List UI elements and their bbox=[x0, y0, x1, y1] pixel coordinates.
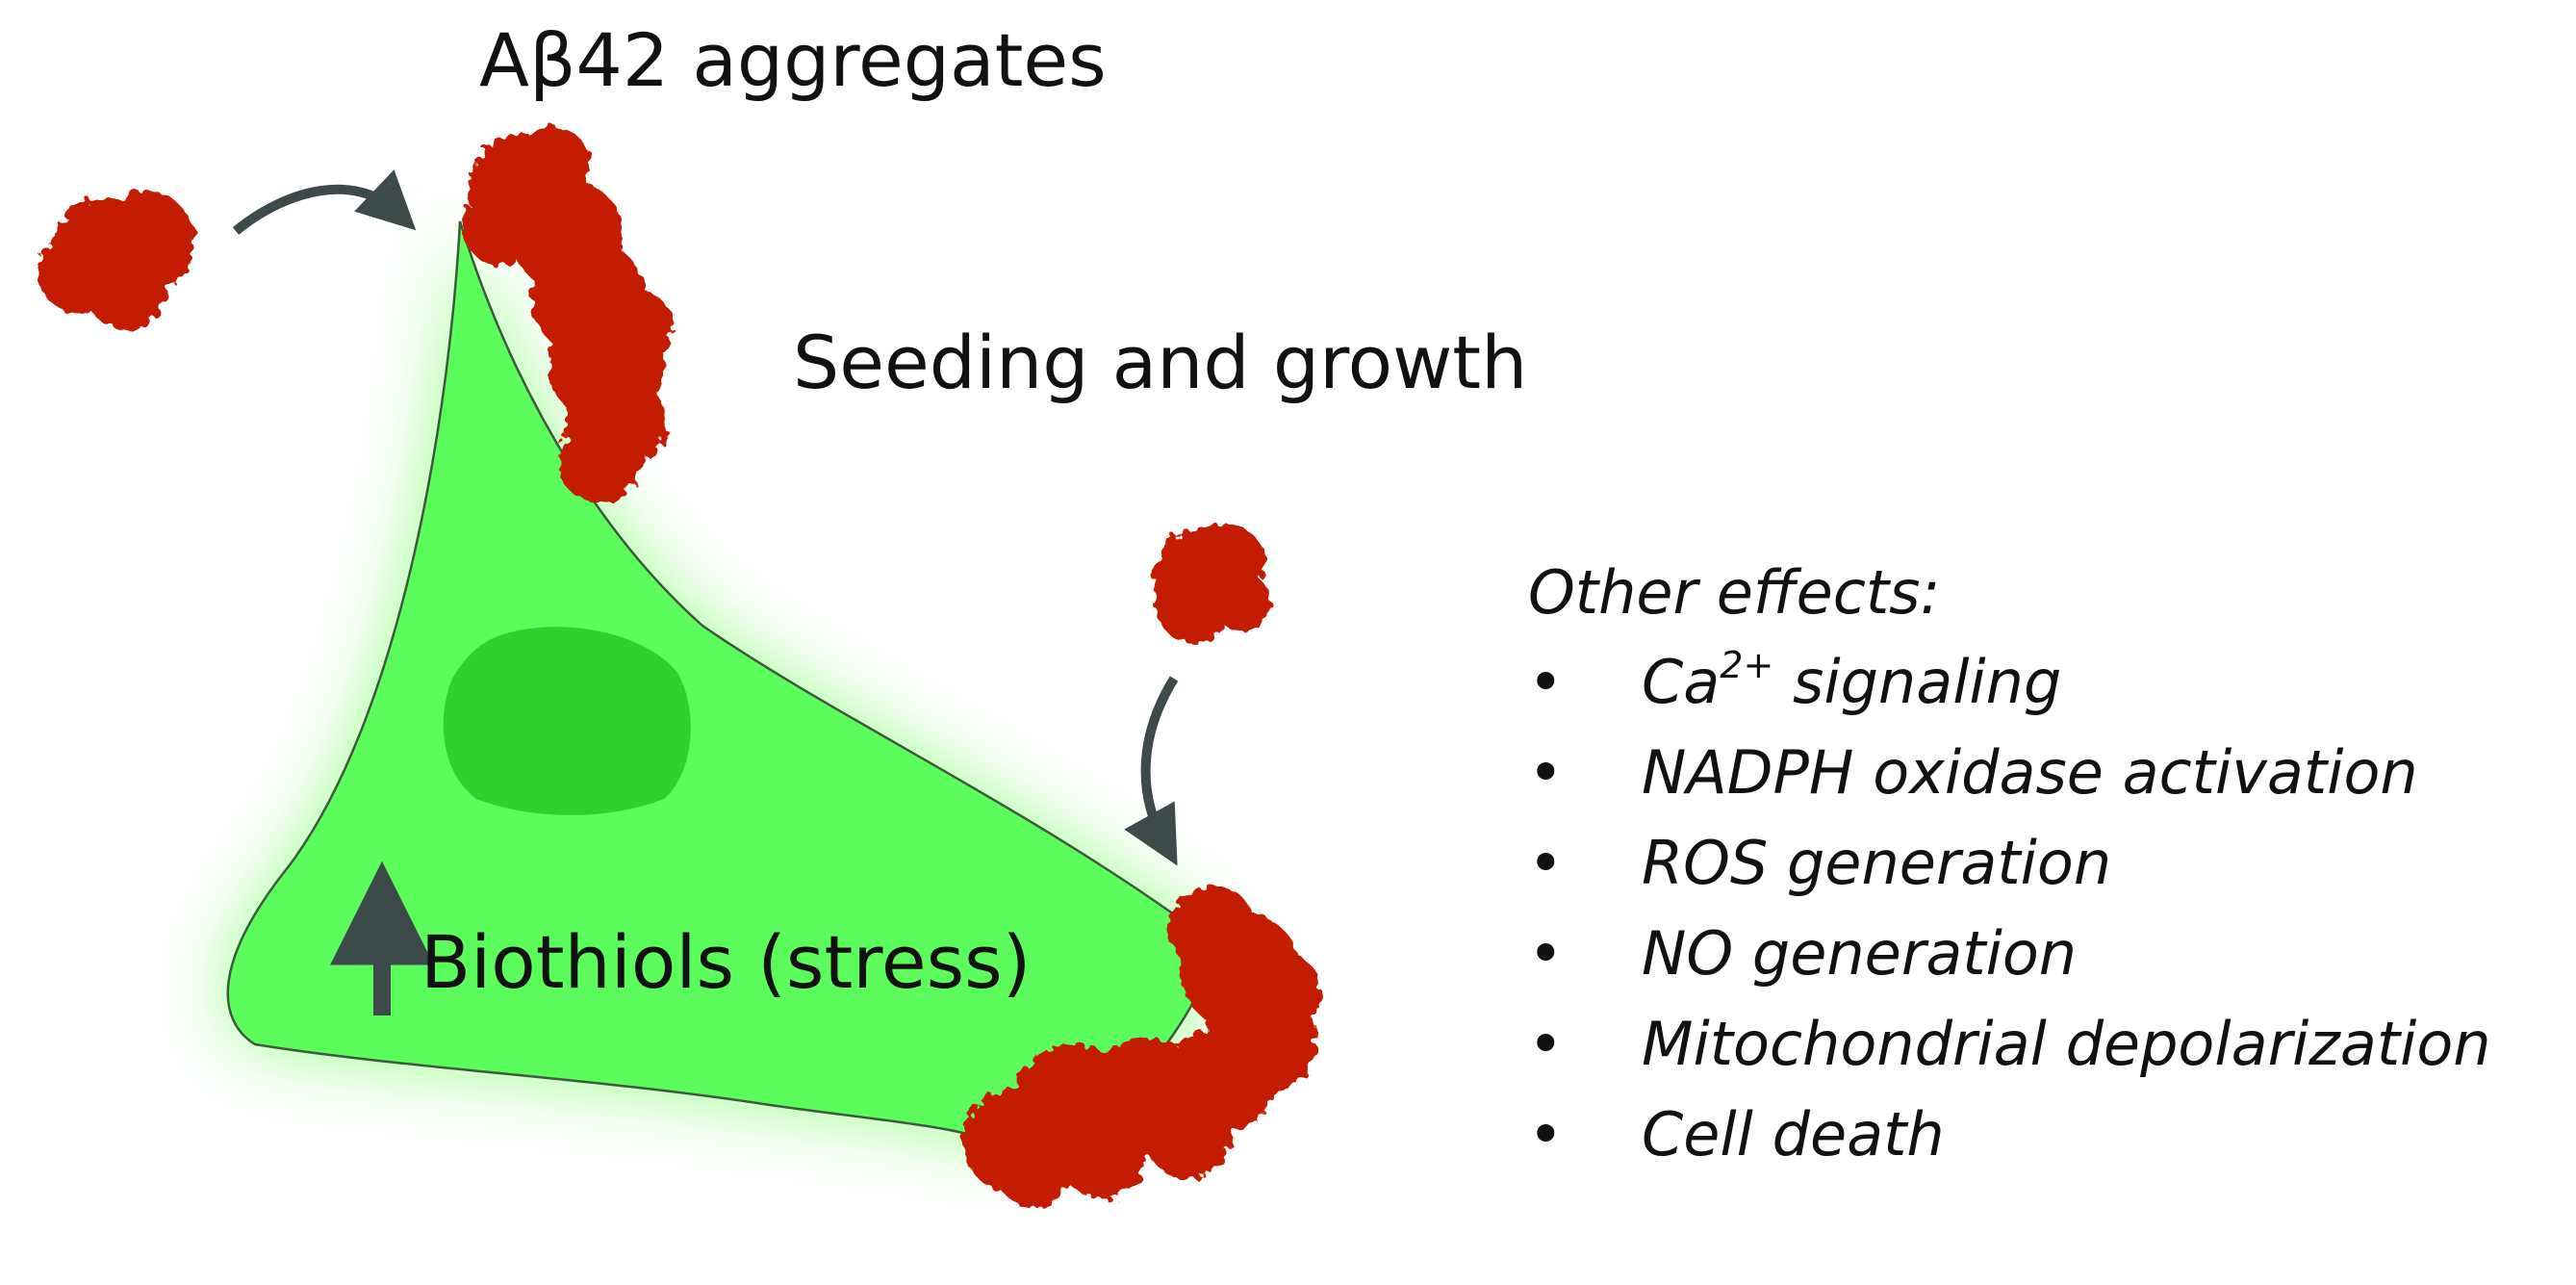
bullet-icon: • bbox=[1528, 737, 1564, 808]
other-effects-panel: Other effects: • Ca2+ signaling • NADPH … bbox=[1528, 549, 2491, 1180]
nucleus bbox=[443, 627, 691, 815]
bullet-icon: • bbox=[1528, 828, 1564, 898]
bullet-icon: • bbox=[1528, 647, 1564, 717]
effect-text: ROS generation bbox=[1642, 828, 2112, 898]
abeta42-aggregate-membrane-top bbox=[462, 127, 674, 502]
bullet-icon: • bbox=[1528, 918, 1564, 989]
abeta42-aggregate-membrane-bottom bbox=[962, 886, 1320, 1208]
effect-item-ros-generation: • ROS generation bbox=[1528, 818, 2491, 909]
effect-item-calcium-signaling: • Ca2+ signaling bbox=[1528, 637, 2491, 728]
effect-item-nadph-oxidase: • NADPH oxidase activation bbox=[1528, 728, 2491, 818]
effect-text: Cell death bbox=[1642, 1099, 1945, 1169]
effect-text: Mitochondrial depolarization bbox=[1642, 1009, 2491, 1079]
effect-item-no-generation: • NO generation bbox=[1528, 909, 2491, 999]
other-effects-list: • Ca2+ signaling • NADPH oxidase activat… bbox=[1528, 637, 2491, 1180]
biothiols-stress-label: Biothiols (stress) bbox=[421, 919, 1032, 1005]
curved-arrow-right bbox=[1124, 676, 1179, 866]
bullet-icon: • bbox=[1528, 1009, 1564, 1079]
effect-item-cell-death: • Cell death bbox=[1528, 1090, 2491, 1180]
bullet-icon: • bbox=[1528, 1099, 1564, 1169]
effect-suffix: signaling bbox=[1773, 647, 2062, 717]
seeding-and-growth-label: Seeding and growth bbox=[793, 320, 1528, 405]
abeta42-aggregate-free-left bbox=[38, 191, 194, 329]
effect-superscript: 2+ bbox=[1720, 644, 1774, 686]
abeta42-aggregates-title: Aβ42 aggregates bbox=[479, 17, 1107, 103]
effect-item-mitochondrial-depolarization: • Mitochondrial depolarization bbox=[1528, 999, 2491, 1090]
curved-arrow-top bbox=[232, 169, 417, 235]
effect-text: NO generation bbox=[1642, 918, 2078, 989]
effect-text: Ca bbox=[1642, 647, 1721, 717]
abeta42-aggregate-free-right bbox=[1153, 525, 1270, 643]
other-effects-heading: Other effects: bbox=[1528, 557, 1941, 628]
effect-text: NADPH oxidase activation bbox=[1642, 737, 2418, 808]
